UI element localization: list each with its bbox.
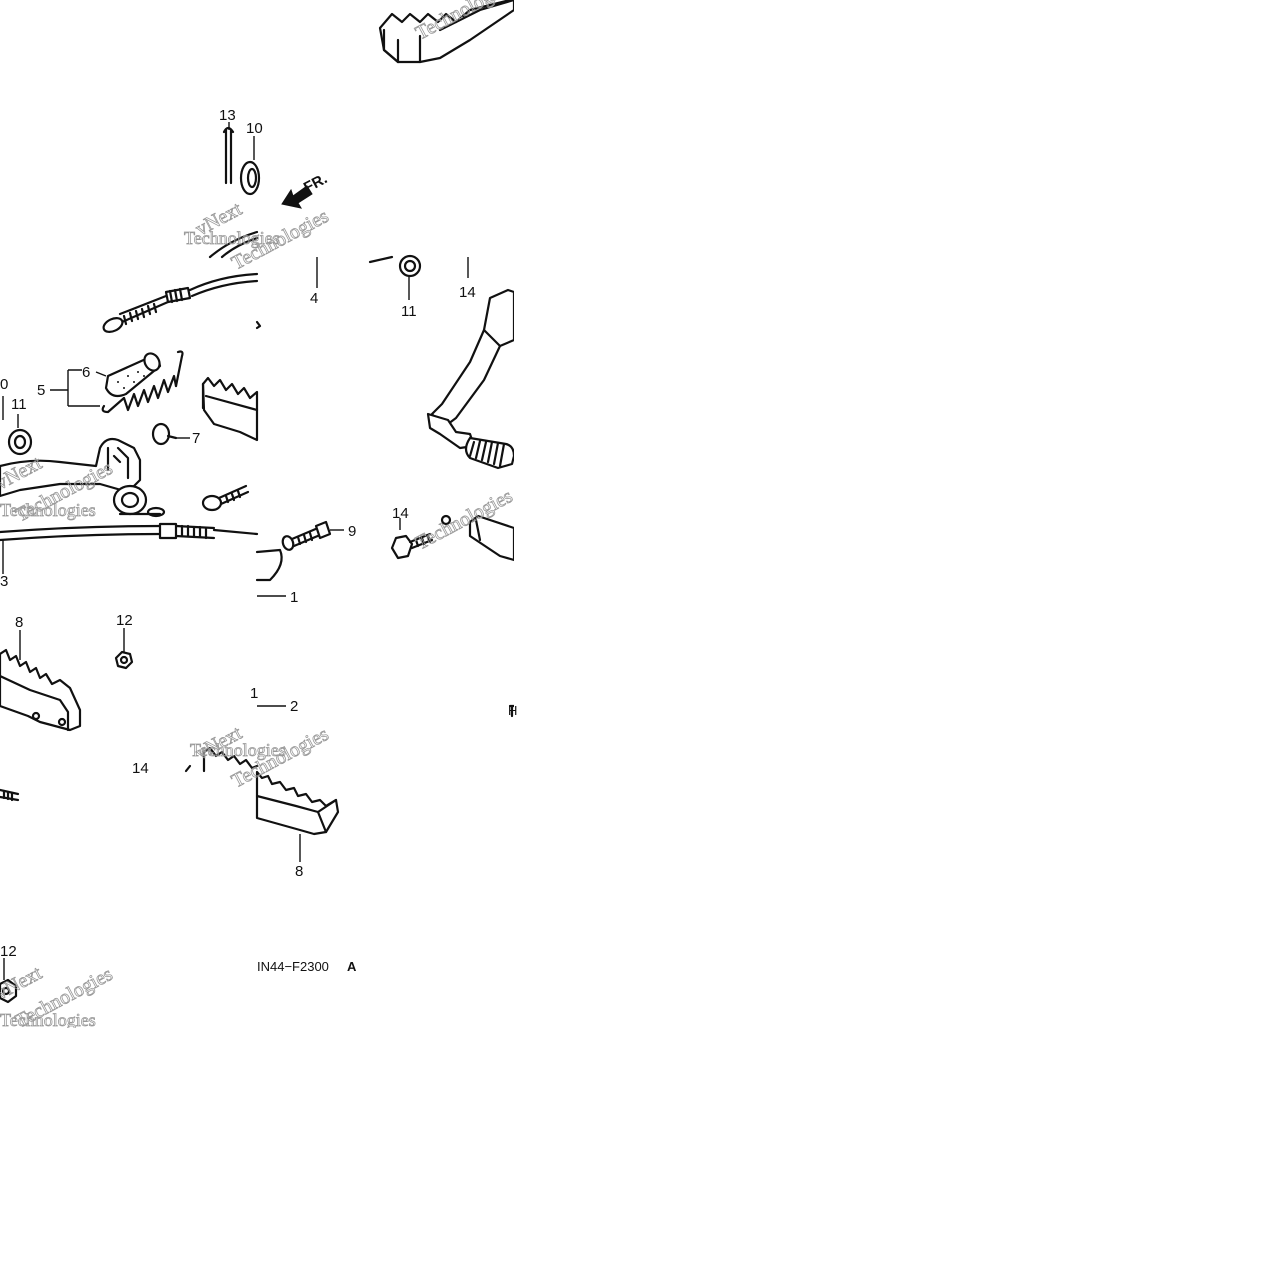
bolt-9 [281,520,332,551]
svg-text:Technologies: Technologies [0,500,96,520]
collar-11-center [398,254,422,278]
bolt-mid [201,484,250,512]
svg-text:Technologies: Technologies [190,740,286,760]
step-top [378,0,516,64]
collar-7 [151,422,178,446]
washer-top [239,160,261,196]
footpeg-bracket-left [201,376,259,442]
callout-10-left: 0 [0,376,8,393]
callout-4: 4 [310,290,318,307]
callout-8: 8 [15,614,23,631]
svg-text:Technologies: Technologies [0,1010,96,1030]
callout-10: 10 [246,120,263,137]
callout-14: 14 [459,284,476,301]
diagram-code: IN44−F2300 [257,959,329,974]
callout-1: 1 [290,589,298,606]
step-bracket-8 [0,648,82,732]
callout-8-lower: 8 [295,863,303,880]
callout-3: 3 [0,573,8,590]
nut-12 [114,650,134,670]
callout-12-lower: 12 [0,943,17,960]
callout-5: 5 [37,382,45,399]
callout-12: 12 [116,612,133,629]
callout-1-lower: 1 [250,685,258,702]
bolt-bottom-left [0,788,20,802]
callout-14-mid: 14 [392,505,409,522]
brake-pedal-center [426,288,516,470]
svg-text:Technologies: Technologies [184,228,280,248]
bolt-14 [390,532,434,560]
step-bottom [255,770,340,836]
callout-h: H [508,703,517,718]
brake-cable-lower [0,522,259,542]
nut-12-bottom [0,978,18,1004]
step-left-bottom [202,746,259,773]
callout-11: 11 [401,303,417,320]
return-spring-5 [101,350,184,414]
cotter-pin [222,126,235,185]
rear-wheel-arc [208,230,259,259]
callout-2: 2 [290,698,298,715]
callout-9: 9 [348,523,356,540]
callout-13: 13 [219,107,236,124]
brake-cable-upper [102,272,259,333]
pivot-boss [112,484,166,518]
callout-7: 7 [192,430,200,447]
callout-11-left: 11 [11,396,27,413]
callout-14-lower: 14 [132,760,149,777]
callout-6: 6 [82,364,90,381]
diagram-code-suffix: A [347,959,357,974]
spring-cover-6 [104,352,162,398]
front-direction-arrow [281,185,313,209]
pivot-collar-11 [7,428,33,456]
